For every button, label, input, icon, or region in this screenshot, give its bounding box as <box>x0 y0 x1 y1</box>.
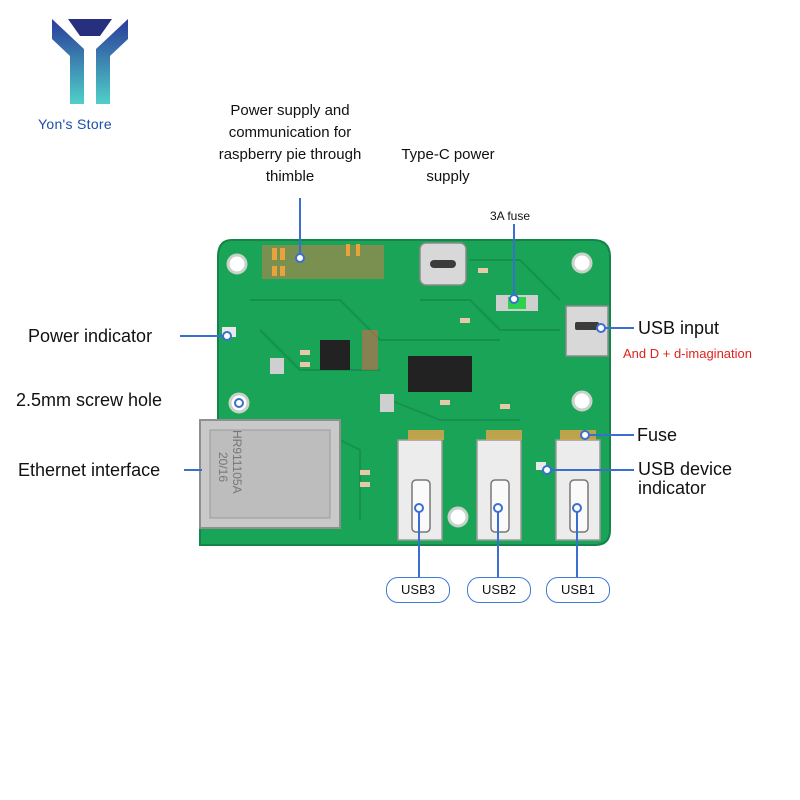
label-screw-hole: 2.5mm screw hole <box>16 390 163 410</box>
pointer-line-usb-device-indicator <box>546 469 634 471</box>
label-power-indicator: Power indicator <box>28 326 153 346</box>
label-usb-input-note: And D + d-imagination <box>623 346 752 361</box>
pointer-line-power-comm <box>299 198 301 258</box>
pointer-dot-usb2 <box>493 503 503 513</box>
pointer-dot-usb-input <box>596 323 606 333</box>
pointer-dot-usb3 <box>414 503 424 513</box>
pointer-line-power-indicator <box>180 335 224 337</box>
pointer-dot-power-comm <box>295 253 305 263</box>
pointer-dot-power-indicator <box>222 331 232 341</box>
pointer-dot-usb-device-indicator <box>542 465 552 475</box>
pointer-line-ethernet <box>184 469 202 471</box>
label-3a-fuse: 3A fuse <box>490 209 531 223</box>
pointer-dot-screw-hole <box>234 398 244 408</box>
label-fuse: Fuse <box>637 425 678 445</box>
label-ethernet: Ethernet interface <box>18 460 161 480</box>
usb1-label: USB1 <box>546 577 610 603</box>
pointer-line-usb3 <box>418 505 420 577</box>
store-logo <box>40 14 140 109</box>
pointer-line-usb1 <box>576 505 578 577</box>
ethernet-marking-2: 20/16 <box>216 452 230 483</box>
pointer-line-usb2 <box>497 505 499 577</box>
brand-name: Yon's Store <box>38 116 112 132</box>
usb3-label: USB3 <box>386 577 450 603</box>
pointer-line-usb-input <box>600 327 634 329</box>
label-usb-input: USB input <box>638 318 720 338</box>
label-usb-device-indicator: USB device indicator <box>638 459 733 498</box>
usb2-label: USB2 <box>467 577 531 603</box>
pointer-line-fuse3a <box>513 224 515 298</box>
label-typec: Type-C power supply <box>401 146 495 185</box>
label-power-comm: Power supply and communication for raspb… <box>218 102 362 185</box>
ethernet-marking-1: HR911105A <box>230 430 244 494</box>
pointer-line-fuse <box>584 434 634 436</box>
pointer-dot-fuse <box>580 430 590 440</box>
pointer-dot-usb1 <box>572 503 582 513</box>
pointer-dot-fuse3a <box>509 294 519 304</box>
